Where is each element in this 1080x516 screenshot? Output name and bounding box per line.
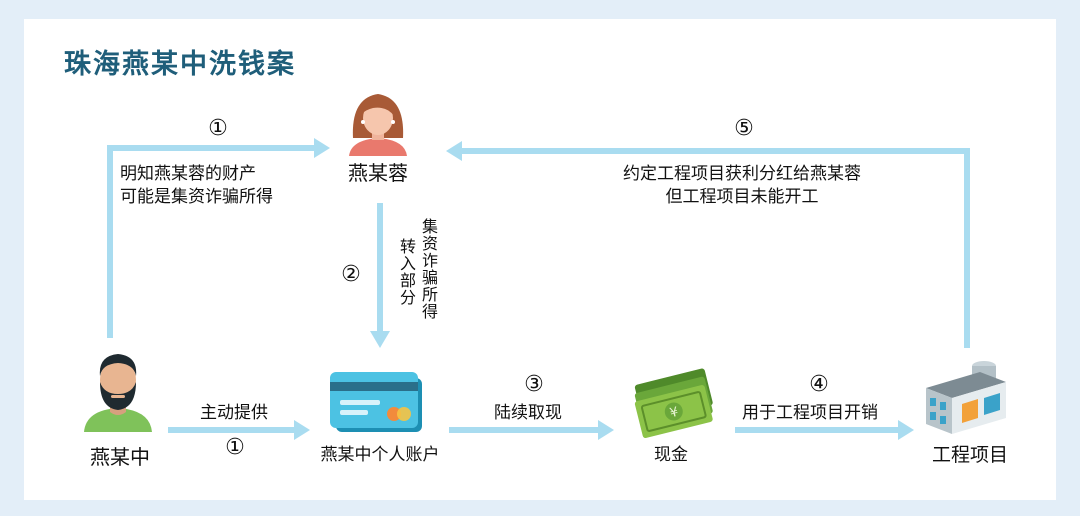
diagram-card [24, 19, 1056, 500]
edge-1-top-number: ① [208, 116, 228, 141]
edge-5-line1: 约定工程项目获利分红给燕某蓉 [623, 164, 861, 184]
edge-5-line2: 但工程项目未能开工 [665, 187, 819, 207]
edge-5-number: ⑤ [734, 116, 754, 141]
edge-2-number: ② [341, 262, 361, 287]
arrowhead-4 [898, 420, 914, 440]
cash-icon: ¥ [634, 368, 713, 439]
svg-text:¥: ¥ [668, 405, 680, 422]
edge-1-bottom-label: 主动提供 [200, 403, 268, 423]
arrowhead-1-bottom [294, 420, 310, 440]
node-yan-rong-label: 燕某蓉 [348, 161, 408, 185]
arrowhead-5 [446, 141, 462, 161]
edge-4-number: ④ [809, 372, 829, 397]
arrow-1-top [107, 145, 318, 338]
bank-card-icon [330, 372, 422, 432]
edge-1-top-line1: 明知燕某蓉的财产 [120, 164, 256, 184]
edge-3-number: ③ [524, 372, 544, 397]
arrowhead-2 [370, 331, 390, 348]
bearded-man-icon [84, 354, 152, 432]
edge-1-bottom-number: ① [225, 435, 245, 460]
arrowhead-3 [598, 420, 614, 440]
edge-1-top-line2: 可能是集资诈骗所得 [120, 187, 273, 207]
node-project-label: 工程项目 [931, 444, 1008, 466]
woman-icon [349, 94, 407, 156]
edge-4-label: 用于工程项目开销 [742, 403, 878, 423]
node-account-label: 燕某中个人账户 [320, 445, 440, 465]
diagram-title: 珠海燕某中洗钱案 [64, 49, 296, 80]
edge-2-col1: 转入部分 [397, 238, 416, 306]
node-cash-label: 现金 [654, 445, 688, 465]
edge-2-col2: 集资诈骗所得 [419, 218, 438, 320]
arrowhead-1-top [314, 138, 330, 158]
node-yan-zhong-label: 燕某中 [90, 445, 150, 469]
building-icon [926, 361, 1006, 434]
edge-3-label: 陆续取现 [494, 403, 562, 423]
arrow-5 [460, 148, 970, 348]
